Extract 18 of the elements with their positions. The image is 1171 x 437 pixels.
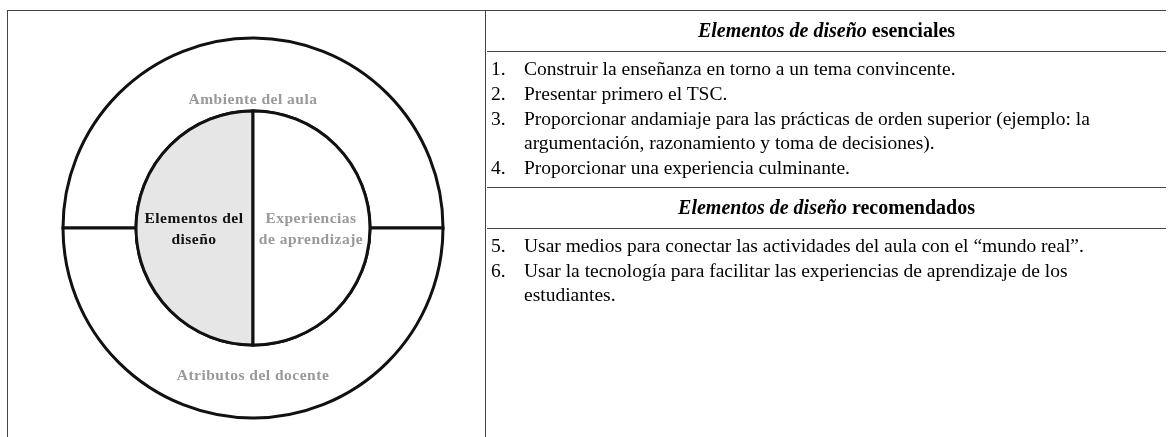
list-number: 5. [490,234,507,258]
list-item-text: Usar la tecnología para facilitar las experiencias de aprendizaje de los estudiantes. [524,259,1069,307]
list-item-text: Usar medios para conectar las actividades del aula con el “mundo real”. [524,234,1085,258]
list-number: 2. [490,82,507,106]
segment-label: Atributos del docente [175,365,331,385]
list-number: 1. [490,57,507,81]
list-number: 4. [490,156,507,180]
list-number: 3. [490,107,507,131]
list-number: 6. [490,259,507,283]
segment-label: Experiencias de aprendizaje [257,208,365,249]
section-heading: Elementos de diseño esenciales [487,11,1166,52]
section-heading: Elementos de diseño recomendados [487,188,1166,229]
list-item-text: Proporcionar una experiencia culminante. [524,156,851,180]
list-item-text: Presentar primero el TSC. [524,82,729,106]
list-item-text: Proporcionar andamiaje para las prácticas de orden superior (ejemplo: la argumentación, razonamiento y toma de decisiones). [524,107,1091,155]
segment-label: Elementos del diseño [143,208,245,249]
segment-label: Ambiente del aula [187,89,319,109]
list-item-text: Construir la enseñanza en torno a un tema convincente. [524,57,957,81]
